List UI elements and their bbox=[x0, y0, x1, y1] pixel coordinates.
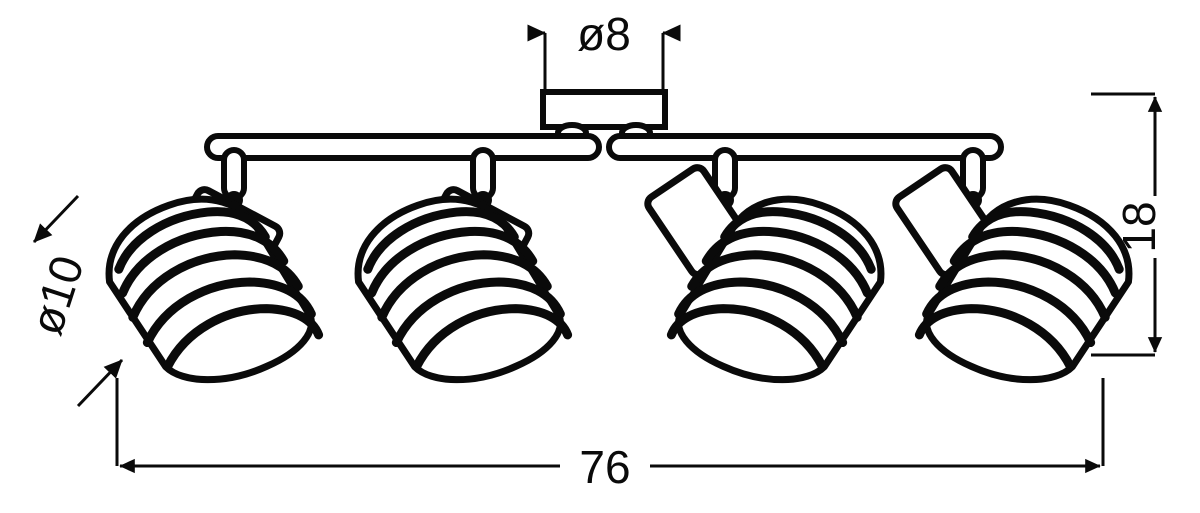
stem-tube bbox=[470, 147, 496, 201]
mount-bar-left bbox=[204, 133, 602, 161]
dimension-label-height-18: 18 bbox=[1113, 201, 1165, 252]
dimension-diameter-8: ø8 bbox=[527, 8, 681, 92]
dimension-length-76: 76 bbox=[115, 378, 1105, 493]
dimension-label-diameter-8: ø8 bbox=[577, 8, 631, 60]
lamp-1 bbox=[93, 147, 324, 401]
lamp-3 bbox=[644, 147, 897, 401]
dimension-label-diameter-10: ø10 bbox=[20, 249, 94, 340]
mounting-bar bbox=[204, 133, 1004, 161]
lamp-shade bbox=[344, 177, 573, 401]
arrow-lower bbox=[76, 358, 124, 408]
lamp-2 bbox=[342, 147, 573, 401]
dimension-diameter-10: ø10 bbox=[20, 194, 124, 408]
lamp-stem bbox=[221, 147, 247, 209]
arrow-upper bbox=[32, 194, 80, 244]
dimension-label-length-76: 76 bbox=[579, 441, 630, 493]
lamp-shade bbox=[95, 177, 324, 401]
lamp-stem bbox=[470, 147, 496, 209]
lamp-head bbox=[644, 164, 897, 401]
dimension-height-18: 18 bbox=[1091, 92, 1165, 357]
lamp-head bbox=[93, 168, 324, 401]
lamp-head bbox=[342, 168, 573, 401]
lamp-head bbox=[892, 164, 1145, 401]
mount-plate-body bbox=[540, 89, 668, 130]
stem-tube bbox=[221, 147, 247, 201]
lamp-4 bbox=[892, 147, 1145, 401]
mount-bar-right bbox=[606, 133, 1004, 161]
